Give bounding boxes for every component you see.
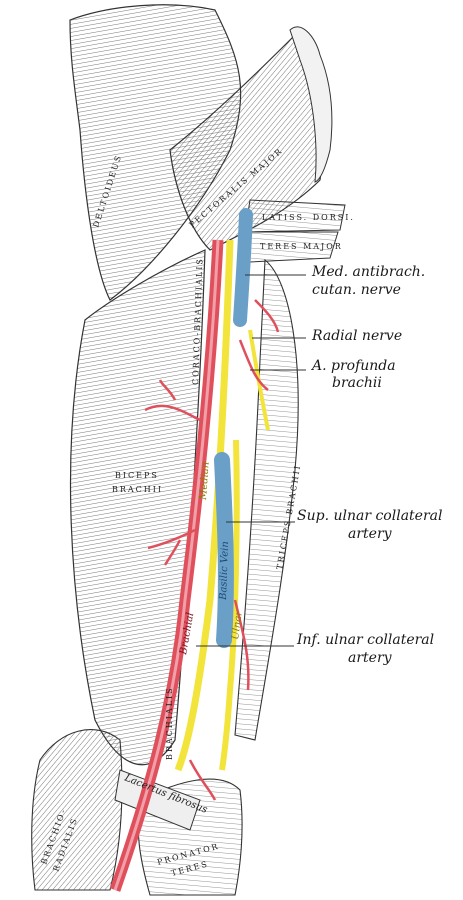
- axillary-vein: [233, 208, 253, 327]
- radial-nerve-label: Radial nerve: [311, 328, 402, 344]
- biceps-brachii-muscle: [69, 249, 206, 766]
- med-antibrach-label-1: Med. antibrach.: [311, 264, 425, 280]
- arterial-branches: [144, 299, 280, 801]
- biceps-label-2: BRACHII: [112, 485, 163, 494]
- median-label: Median: [198, 461, 212, 501]
- med-antibrach-label-2: cutan. nerve: [312, 282, 401, 298]
- teres-major-label: TERES MAJOR: [260, 242, 343, 251]
- pectoralis-cut-end: [289, 26, 333, 183]
- brachio-radialis-muscle: [31, 729, 123, 891]
- profunda-label-1: A. profunda: [310, 358, 396, 374]
- ulnar-nerve: [219, 439, 240, 771]
- triceps-brachii-muscle: [234, 258, 299, 741]
- profunda-label-2: brachii: [332, 375, 382, 391]
- median-nerve: [174, 239, 234, 772]
- biceps-label-1: BICEPS: [115, 471, 159, 480]
- latissimus-dorsi-label: LATISS. DORSI.: [262, 213, 355, 222]
- basilic-vein-label: Basilic Vein: [218, 541, 231, 601]
- coraco-brachialis-label: CORACO-BRACHIALIS: [191, 257, 204, 385]
- inf-ulnar-label-2: artery: [348, 650, 393, 666]
- sup-ulnar-label-2: artery: [348, 526, 393, 542]
- deltoideus-muscle: [69, 4, 242, 301]
- basilic-vein: [214, 452, 234, 648]
- brachialis-label: BRACHIALIS: [165, 686, 174, 760]
- sup-ulnar-label-1: Sup. ulnar collateral: [297, 508, 442, 524]
- inf-ulnar-label-1: Inf. ulnar collateral: [296, 632, 434, 648]
- leader-lines: [196, 274, 306, 647]
- ulnar-label: Ulnar: [230, 609, 245, 640]
- lacertus-fibrosus: [114, 769, 201, 831]
